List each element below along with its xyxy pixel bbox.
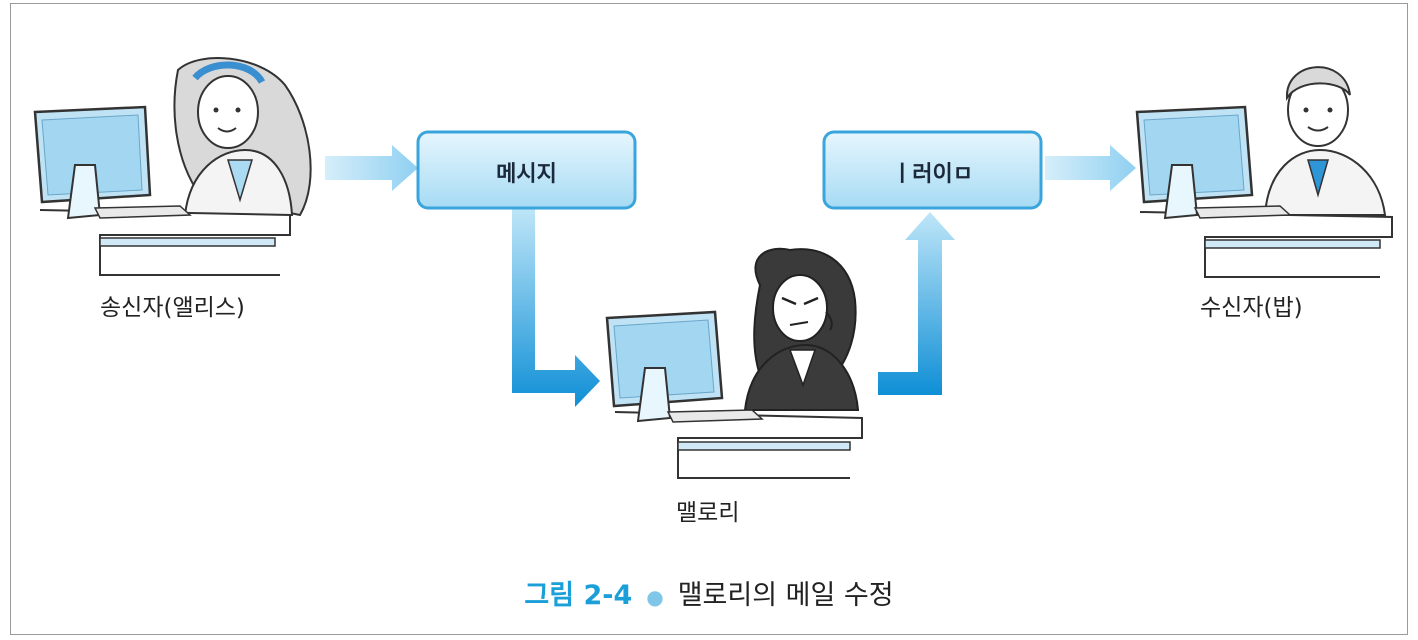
figure-number: 그림 2-4 — [524, 580, 633, 611]
arrow-attacker-to-modified — [878, 212, 955, 395]
figure-title: 맬로리의 메일 수정 — [677, 580, 894, 611]
original-message-box — [416, 130, 637, 210]
sender-figure — [33, 57, 312, 276]
modified-message-box — [822, 130, 1043, 210]
sender-label: 송신자(앨리스) — [100, 295, 245, 321]
receiver-figure — [1135, 66, 1393, 278]
attacker-figure — [605, 247, 863, 479]
caption-bullet-icon: ● — [646, 584, 664, 609]
arrow-modified-to-receiver — [1045, 145, 1136, 191]
modified-message-label: ㅣ러이ㅁ — [892, 162, 973, 187]
original-message-label: 메시지 — [496, 162, 557, 187]
figure-frame — [10, 3, 1408, 635]
arrow-message-to-attacker — [512, 208, 600, 407]
receiver-label: 수신자(밥) — [1200, 295, 1303, 321]
attacker-label: 맬로리 — [676, 500, 740, 526]
figure-caption: 그림 2-4 ● 맬로리의 메일 수정 — [0, 573, 1418, 612]
arrow-sender-to-message — [325, 145, 418, 191]
